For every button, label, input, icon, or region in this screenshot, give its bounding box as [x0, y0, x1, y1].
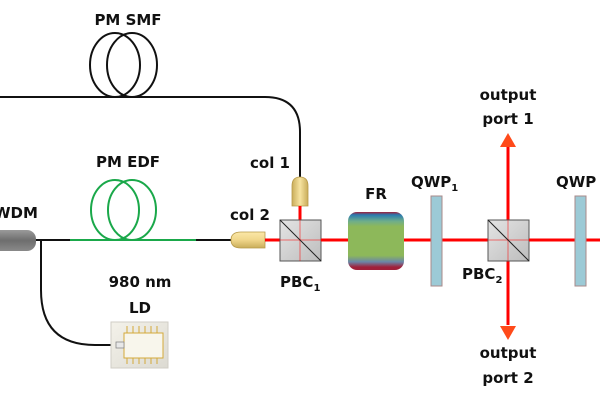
pbc1-label: PBC1 [280, 273, 320, 294]
output-port2-label-line1: output [480, 344, 537, 362]
output-port1-label-line1: output [480, 86, 537, 104]
smf-coil-left [89, 32, 141, 98]
collimator-2 [230, 231, 266, 249]
collimator-1 [291, 176, 309, 207]
output-port2-arrow-icon [500, 326, 516, 340]
col2-label: col 2 [230, 206, 270, 224]
edf-coil-right [107, 179, 157, 241]
pbc2-label: PBC2 [462, 265, 502, 286]
pbc2-cube [487, 219, 530, 262]
pm-edf-label: PM EDF [96, 153, 160, 171]
fr-label: FR [365, 185, 387, 203]
pm-edf-fiber [70, 179, 196, 241]
qwp2-waveplate [574, 195, 587, 287]
pbc1-cube [279, 219, 322, 262]
wdm-coupler [0, 230, 36, 251]
fiber-wdm-ld [40, 240, 115, 346]
ld-label-line1: 980 nm [109, 273, 172, 291]
wdm-label: WDM [0, 204, 38, 222]
output-port1-arrow-icon [500, 133, 516, 147]
output-port2-label-line2: port 2 [482, 369, 533, 387]
laser-diode-icon [110, 321, 169, 369]
smf-coil-right [106, 32, 158, 98]
pm-smf-label: PM SMF [94, 11, 161, 29]
qwp2-label: QWP [556, 173, 596, 191]
ld-label-line2: LD [129, 299, 151, 317]
faraday-rotator [348, 212, 404, 270]
col1-label: col 1 [250, 154, 290, 172]
qwp1-label: QWP1 [411, 173, 458, 194]
qwp1-waveplate [430, 195, 443, 287]
edf-coil-left [90, 179, 140, 241]
output-port1-label-line2: port 1 [482, 110, 533, 128]
pm-smf-fiber [0, 32, 301, 180]
